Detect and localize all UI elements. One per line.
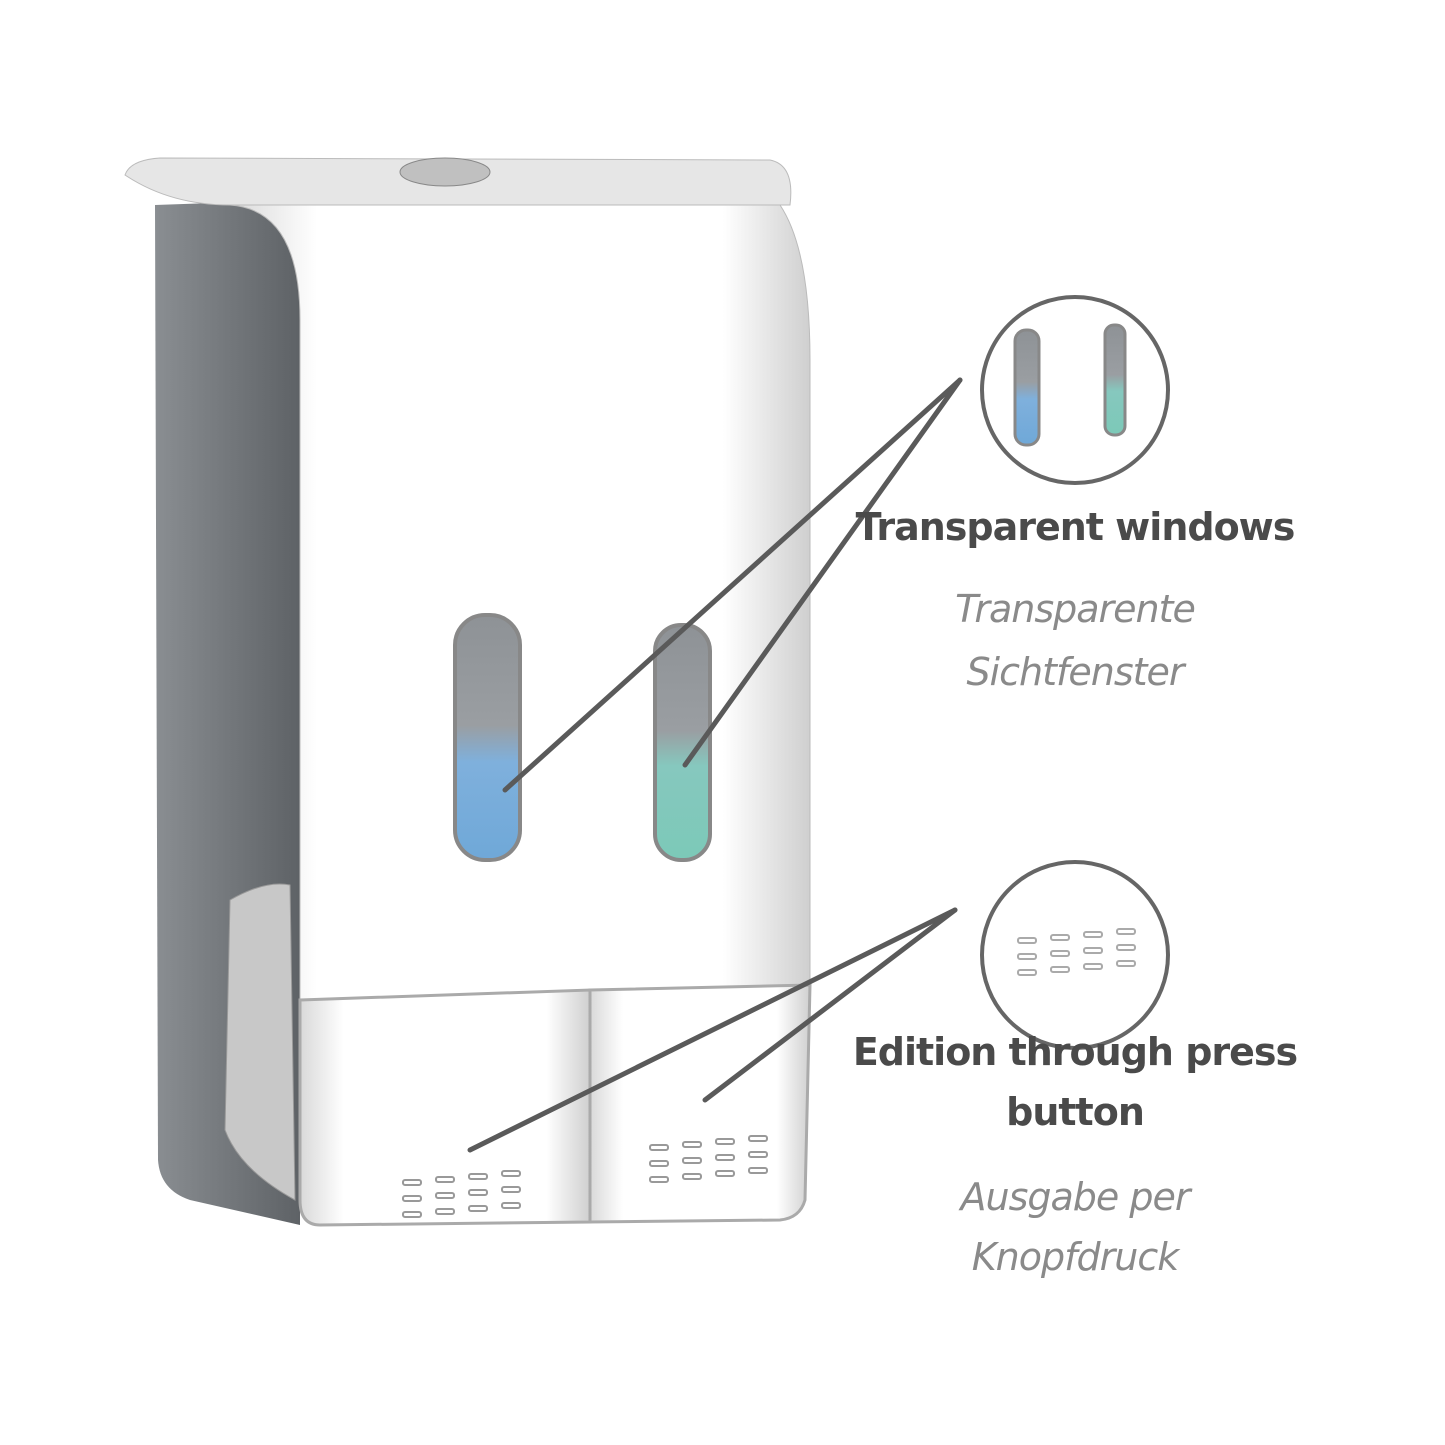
zoom-window-right <box>1103 323 1127 437</box>
grille-slot <box>501 1170 521 1177</box>
callout-circle-windows <box>980 295 1170 485</box>
dispenser-front <box>229 204 811 1001</box>
grille-slot <box>1050 966 1070 973</box>
grille-slot <box>501 1202 521 1209</box>
soap-window-right <box>653 623 712 862</box>
grille-slot <box>402 1179 422 1186</box>
grille-slot <box>468 1189 488 1196</box>
grille-slot <box>468 1173 488 1180</box>
zoom-button-grille <box>1017 928 1136 976</box>
grille-slot <box>1083 947 1103 954</box>
grille-slot <box>1083 963 1103 970</box>
refill-cap-icon <box>399 157 491 187</box>
grille-slot <box>715 1154 735 1161</box>
grille-slot <box>1017 937 1037 944</box>
grille-slot <box>435 1192 455 1199</box>
callout-title-windows: Transparent windows <box>856 505 1295 549</box>
callout-subtitle-buttons-2: Knopfdruck <box>972 1235 1181 1279</box>
grille-slot <box>682 1141 702 1148</box>
grille-slot <box>748 1167 768 1174</box>
zoom-window-left <box>1013 328 1041 447</box>
grille-slot <box>682 1157 702 1164</box>
press-button-right <box>588 983 812 1224</box>
callout-circle-buttons <box>980 860 1170 1050</box>
grille-slot <box>1017 969 1037 976</box>
press-button-left <box>298 988 592 1227</box>
grille-slot <box>1116 928 1136 935</box>
grille-slot <box>1083 931 1103 938</box>
grille-slot <box>1116 944 1136 951</box>
grille-slot <box>715 1170 735 1177</box>
callout-lines <box>467 377 963 1153</box>
grille-slot <box>1116 960 1136 967</box>
grille-slot <box>1050 934 1070 941</box>
soap-window-left <box>453 613 522 862</box>
grille-slot <box>468 1205 488 1212</box>
grille-slot <box>1050 950 1070 957</box>
grille-slot <box>435 1208 455 1215</box>
grille-slot <box>748 1135 768 1142</box>
callout-subtitle-windows-1: Transparente <box>955 587 1195 631</box>
grille-slot <box>402 1211 422 1218</box>
grille-slot <box>501 1186 521 1193</box>
grille-slot <box>402 1195 422 1202</box>
grille-slot <box>649 1160 669 1167</box>
grille-slot <box>435 1176 455 1183</box>
grille-slot <box>649 1144 669 1151</box>
grille-slot <box>748 1151 768 1158</box>
callout-subtitle-windows-2: Sichtfenster <box>966 650 1186 694</box>
callout-title-buttons-2: button <box>1006 1090 1144 1134</box>
button-grille-right <box>649 1135 768 1183</box>
grille-slot <box>1017 953 1037 960</box>
grille-slot <box>682 1173 702 1180</box>
callout-title-buttons-1: Edition through press <box>853 1030 1297 1074</box>
button-grille-left <box>402 1170 521 1218</box>
dispenser-lever <box>224 883 296 1201</box>
callout-subtitle-buttons-1: Ausgabe per <box>958 1175 1193 1219</box>
grille-slot <box>649 1176 669 1183</box>
grille-slot <box>715 1138 735 1145</box>
